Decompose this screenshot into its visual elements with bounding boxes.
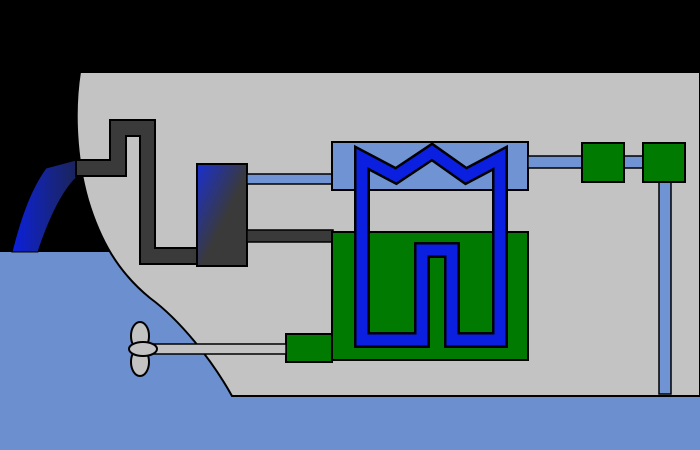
pipe-between-units xyxy=(623,155,645,169)
exhaust-outflow xyxy=(11,159,77,253)
vertical-pipe-right xyxy=(658,181,672,395)
pipe-exchanger-right xyxy=(527,155,585,169)
motor-unit-small xyxy=(581,142,625,183)
motor-unit-right xyxy=(642,142,686,183)
propeller-motor xyxy=(285,333,333,363)
propeller-shaft xyxy=(149,343,287,355)
coolant-loop-fill xyxy=(356,145,506,346)
engine-block xyxy=(196,163,248,267)
propeller xyxy=(128,321,158,377)
propeller-hub xyxy=(128,341,158,357)
pipe-engine-tank xyxy=(246,229,334,243)
pipe-engine-exchanger xyxy=(246,173,334,185)
